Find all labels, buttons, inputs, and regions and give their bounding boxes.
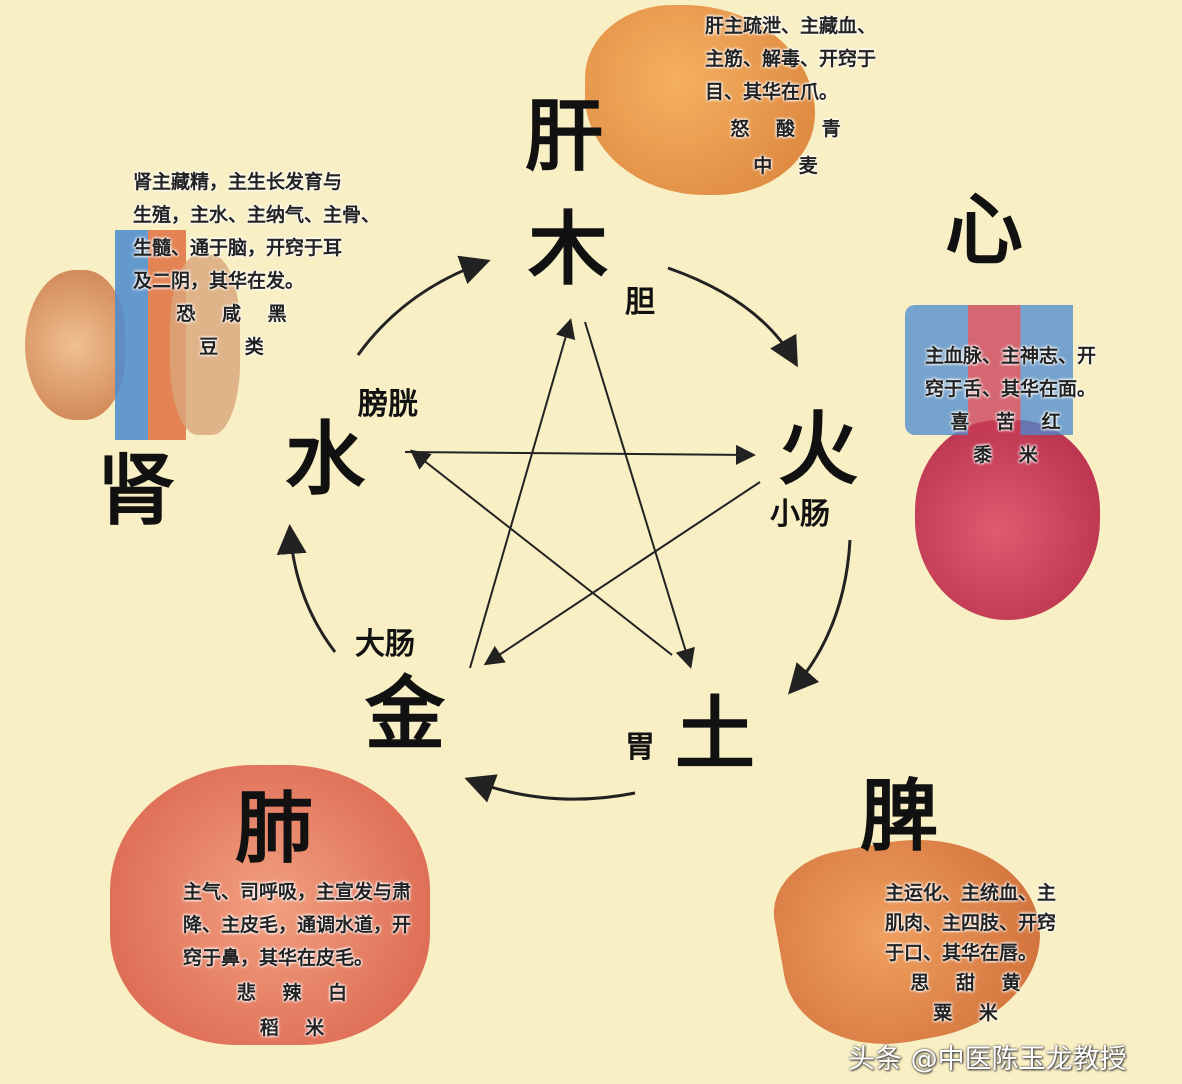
desc-line: 及二阴，其华在发。 — [133, 270, 305, 292]
arrow-water-to-fire — [404, 444, 756, 465]
fu-gallbladder: 胆 — [625, 285, 655, 320]
desc-attributes: 思 甜 黄 — [910, 972, 1031, 994]
desc-attributes: 喜 苦 红 — [950, 411, 1071, 433]
desc-line: 目、其华在爪。 — [705, 81, 839, 103]
adrenal-illustration — [170, 255, 240, 435]
heart-vessels-illustration — [905, 305, 1115, 435]
organ-kidney-label: 肾 — [97, 446, 176, 536]
desc-grain: 粟 米 — [933, 1002, 1008, 1024]
desc-line: 窍于舌、其华在面。 — [925, 378, 1097, 400]
element-water: 水 — [285, 413, 365, 506]
organ-spleen-label: 脾 — [860, 772, 939, 862]
desc-line: 降、主皮毛，通调水道，开 — [183, 914, 412, 936]
desc-attributes: 悲 辣 白 — [236, 982, 358, 1004]
arrow-earth-to-metal — [464, 774, 636, 803]
arrow-water-to-wood — [356, 255, 491, 356]
desc-grain: 豆 类 — [199, 336, 274, 358]
arrow-wood-to-fire — [667, 266, 798, 368]
element-metal: 金 — [365, 668, 445, 761]
heart-description: 主血脉、主神志、开 窍于舌、其华在面。 喜 苦 红 黍 米 — [925, 340, 1096, 472]
desc-line: 窍于鼻，其华在皮毛。 — [183, 947, 374, 969]
desc-grain: 中 麦 — [753, 155, 828, 177]
fu-large-intestine: 大肠 — [355, 627, 415, 662]
arrow-wood-to-earth — [584, 321, 695, 669]
desc-line: 生髓、通于脑，开窍于耳 — [133, 237, 343, 259]
arrow-fire-to-metal — [483, 481, 761, 666]
arrow-earth-to-water — [409, 449, 673, 656]
liver-illustration — [585, 5, 815, 195]
kidney-description: 肾主藏精，主生长发育与 生殖，主水、主纳气、主骨、 生髓、通于脑，开窍于耳 及二… — [133, 166, 380, 364]
element-earth: 土 — [675, 688, 755, 781]
desc-line: 主运化、主统血、主 — [885, 882, 1057, 904]
lung-illustration — [110, 765, 430, 1045]
lung-description: 主气、司呼吸，主宣发与肃 降、主皮毛，通调水道，开 窍于鼻，其华在皮毛。 悲 辣… — [183, 876, 411, 1045]
desc-grain: 稻 米 — [259, 1017, 335, 1039]
desc-attributes: 恐 咸 黑 — [176, 303, 297, 325]
desc-line: 生殖，主水、主纳气、主骨、 — [133, 204, 381, 226]
element-fire: 火 — [778, 403, 858, 496]
desc-line: 于口、其华在唇。 — [885, 942, 1038, 964]
heart-illustration — [915, 420, 1100, 620]
watermark: 头条 @中医陈玉龙教授 — [848, 1044, 1127, 1075]
spleen-description: 主运化、主统血、主 肌肉、主四肢、开窍 于口、其华在唇。 思 甜 黄 粟 米 — [885, 878, 1056, 1028]
arrow-metal-to-wood — [469, 318, 576, 669]
organ-lung-label: 肺 — [235, 784, 314, 874]
desc-line: 肌肉、主四肢、开窍 — [885, 912, 1057, 934]
desc-line: 主筋、解毒、开窍于 — [705, 48, 877, 70]
organ-heart-label: 心 — [945, 186, 1024, 276]
arrow-metal-to-water — [276, 524, 337, 653]
desc-grain: 黍 米 — [973, 444, 1048, 466]
organ-liver-label: 肝 — [525, 92, 604, 182]
desc-line: 肾主藏精，主生长发育与 — [133, 171, 343, 193]
fu-bladder: 膀胱 — [358, 387, 418, 422]
fu-stomach: 胃 — [625, 730, 655, 765]
desc-line: 肝主疏泄、主藏血、 — [705, 15, 877, 37]
fu-small-intestine: 小肠 — [770, 497, 830, 532]
element-wood: 木 — [528, 203, 608, 296]
desc-line: 主血脉、主神志、开 — [925, 345, 1097, 367]
liver-description: 肝主疏泄、主藏血、 主筋、解毒、开窍于 目、其华在爪。 怒 酸 青 中 麦 — [705, 10, 876, 183]
desc-line: 主气、司呼吸，主宣发与肃 — [183, 881, 412, 903]
kidney-illustration — [25, 270, 125, 420]
arrow-fire-to-earth — [788, 539, 852, 695]
desc-attributes: 怒 酸 青 — [730, 118, 851, 140]
